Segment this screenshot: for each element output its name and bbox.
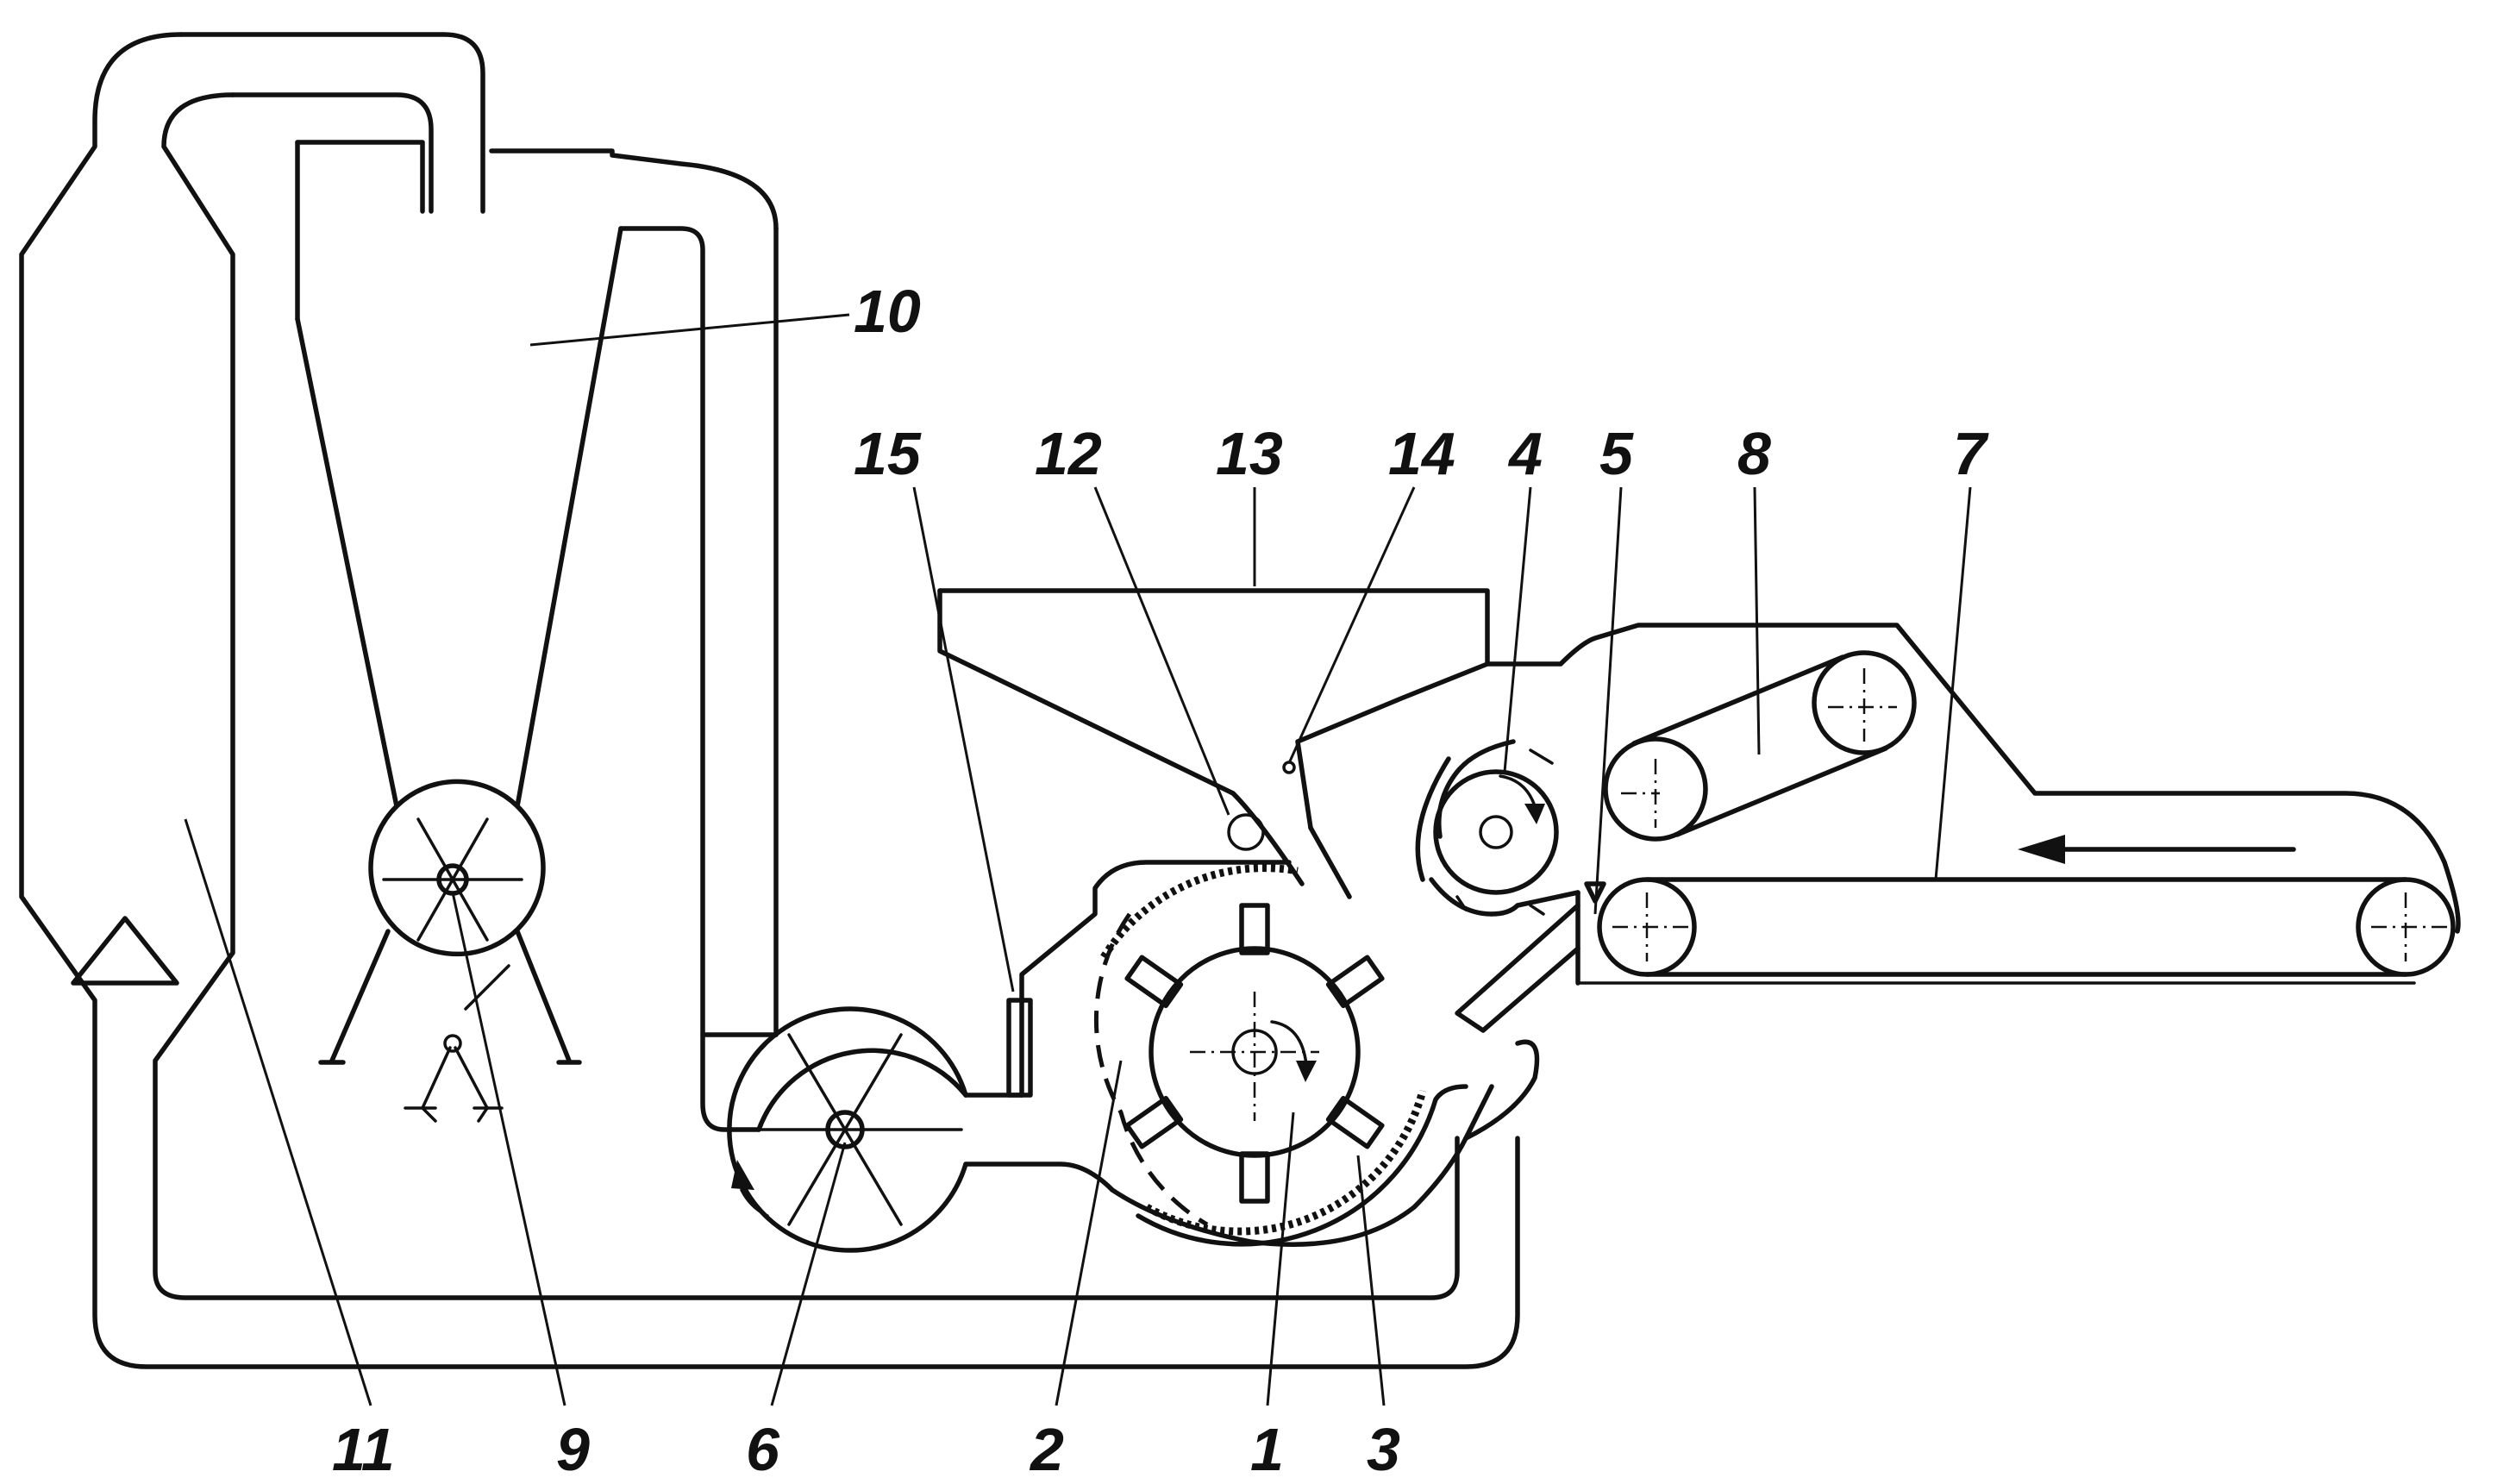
label-8: 8 xyxy=(1737,420,1771,487)
drum-rotation-arrow-icon xyxy=(1270,1020,1317,1082)
left-column-housing xyxy=(19,32,1520,1369)
lower-conveyor xyxy=(1575,877,2456,986)
label-10: 10 xyxy=(854,278,921,345)
feed-chute xyxy=(1455,903,1580,1033)
label-14: 14 xyxy=(1388,420,1455,487)
flow-direction-arrow-icon xyxy=(2018,835,2296,864)
screen-dashed xyxy=(1093,912,1209,1227)
label-13: 13 xyxy=(1216,420,1283,487)
callout-labels: 1 2 3 4 5 6 7 8 9 10 11 12 13 14 15 xyxy=(332,278,1989,1483)
warning-triangle-icon xyxy=(71,916,179,986)
feed-roller xyxy=(1415,739,1559,916)
label-12: 12 xyxy=(1035,420,1102,487)
label-4: 4 xyxy=(1507,420,1543,487)
label-11: 11 xyxy=(332,1416,395,1483)
upper-conveyor xyxy=(1603,650,1917,842)
label-7: 7 xyxy=(1953,420,1989,487)
leader-lines xyxy=(184,313,1972,1406)
label-6: 6 xyxy=(746,1416,780,1483)
label-5: 5 xyxy=(1599,420,1634,487)
concave-bottom xyxy=(1136,1084,1468,1247)
label-9: 9 xyxy=(556,1416,590,1483)
threshing-drum xyxy=(1124,903,1385,1204)
feed-hopper xyxy=(937,588,1490,899)
label-2: 2 xyxy=(1029,1416,1064,1483)
valve-weight-mechanism xyxy=(404,964,510,1123)
fan-housing xyxy=(727,1006,1115,1253)
rotary-valve xyxy=(318,779,582,1065)
label-1: 1 xyxy=(1250,1416,1284,1483)
cyclone-hopper xyxy=(295,148,779,1132)
drum-housing xyxy=(1019,860,1540,1247)
concave-teeth-bottom xyxy=(1144,1089,1427,1236)
side-baffle xyxy=(1006,998,1033,1098)
label-15: 15 xyxy=(854,420,922,487)
concave-teeth-top xyxy=(1100,864,1299,960)
fan-rotation-arrow-icon xyxy=(731,1160,769,1218)
conveyor-housing xyxy=(1429,623,2461,934)
label-3: 3 xyxy=(1367,1416,1400,1483)
